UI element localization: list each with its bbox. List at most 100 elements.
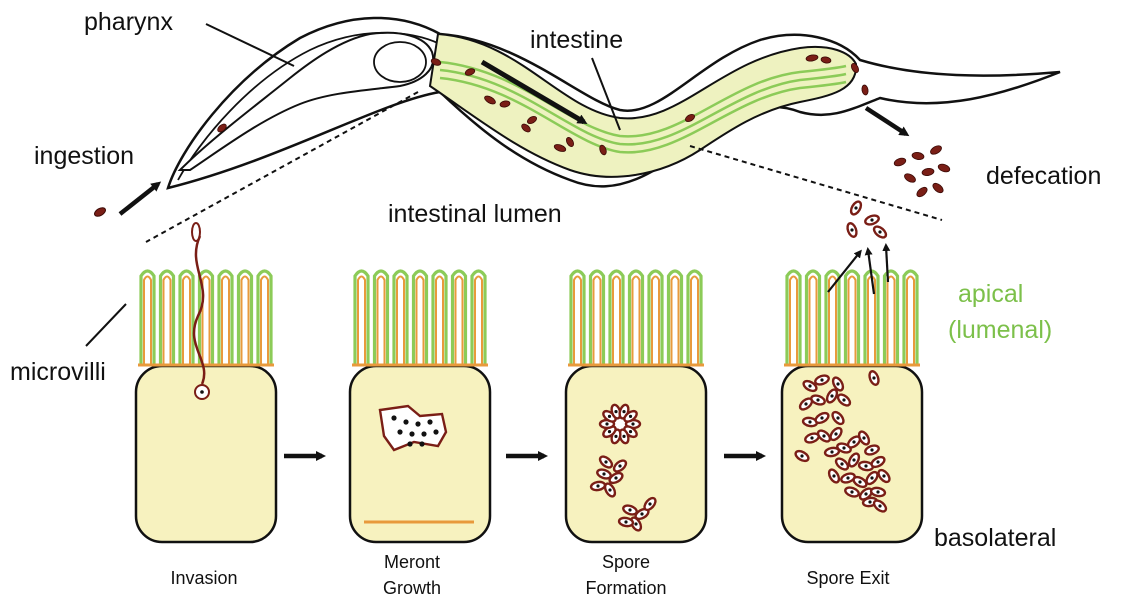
meront-nucleus bbox=[421, 431, 426, 436]
spore-nucleus bbox=[834, 432, 837, 435]
spore-nucleus bbox=[868, 500, 871, 503]
microvillus-inner bbox=[397, 277, 404, 365]
microvillus bbox=[846, 271, 859, 364]
sporoblast-nucleus bbox=[622, 410, 625, 413]
sporoblast-nucleus bbox=[629, 415, 632, 418]
microvillus-inner bbox=[261, 277, 268, 365]
ingestion-arrow bbox=[120, 184, 158, 214]
sporoblast-nucleus bbox=[608, 430, 611, 433]
cell-stage-2 bbox=[350, 271, 490, 542]
cell-body bbox=[350, 366, 490, 542]
meront-nucleus bbox=[433, 429, 438, 434]
meront-nucleus bbox=[391, 415, 396, 420]
spore-nucleus bbox=[618, 464, 621, 467]
microvillus bbox=[591, 271, 604, 364]
microvillus-inner bbox=[810, 277, 817, 365]
microvillus-inner bbox=[164, 277, 171, 365]
meront-nucleus bbox=[407, 441, 412, 446]
sporoblast-nucleus bbox=[622, 435, 625, 438]
spore-nucleus bbox=[882, 474, 885, 477]
microvillus bbox=[161, 271, 174, 364]
exiting-spore-nucleus bbox=[850, 228, 853, 231]
label-ingestion: ingestion bbox=[34, 142, 134, 170]
stage-label-spore: Spore bbox=[602, 552, 650, 572]
microvillus bbox=[394, 271, 407, 364]
meront-nucleus bbox=[409, 431, 414, 436]
meront-nucleus bbox=[403, 419, 408, 424]
spore-nucleus bbox=[876, 460, 879, 463]
spore-nucleus bbox=[602, 472, 605, 475]
exiting-spore-nucleus bbox=[878, 230, 881, 233]
spore-nucleus bbox=[820, 378, 823, 381]
microvillus-inner bbox=[691, 277, 698, 365]
spore-nucleus bbox=[628, 508, 631, 511]
spore-nucleus bbox=[872, 376, 875, 379]
spore-nucleus bbox=[832, 474, 835, 477]
microvillus bbox=[414, 271, 427, 364]
microvillus-inner bbox=[358, 277, 365, 365]
microvillus bbox=[433, 271, 446, 364]
spore-nucleus bbox=[820, 416, 823, 419]
spore-nucleus bbox=[830, 394, 833, 397]
microvillus bbox=[180, 271, 193, 364]
spore-nucleus bbox=[862, 436, 865, 439]
spore-nucleus bbox=[614, 476, 617, 479]
microvillus bbox=[239, 271, 252, 364]
microvillus-inner bbox=[849, 277, 856, 365]
sporoblast-nucleus bbox=[608, 415, 611, 418]
label-apical-lumenal: (lumenal) bbox=[948, 316, 1052, 344]
microvillus-inner bbox=[652, 277, 659, 365]
spore-nucleus bbox=[808, 420, 811, 423]
sporoblast-nucleus bbox=[614, 410, 617, 413]
microvillus bbox=[141, 271, 154, 364]
spore-nucleus bbox=[876, 490, 879, 493]
microvillus-inner bbox=[613, 277, 620, 365]
microvillus bbox=[885, 271, 898, 364]
stage-label-meront: Meront bbox=[384, 552, 440, 572]
microvillus-inner bbox=[594, 277, 601, 365]
defecated-spores bbox=[893, 144, 951, 199]
microvillus bbox=[571, 271, 584, 364]
spore-nucleus bbox=[800, 454, 803, 457]
spore-nucleus bbox=[648, 502, 651, 505]
cell-stage-1 bbox=[136, 223, 276, 542]
spore-nucleus bbox=[804, 402, 807, 405]
meront-nucleus bbox=[415, 421, 420, 426]
spore-nucleus bbox=[842, 398, 845, 401]
microvillus-inner bbox=[417, 277, 424, 365]
cell-stages bbox=[136, 200, 922, 542]
exit-arrow bbox=[886, 246, 888, 282]
microvillus bbox=[688, 271, 701, 364]
label-intestinal-lumen: intestinal lumen bbox=[388, 200, 562, 228]
microvillus-inner bbox=[888, 277, 895, 365]
sporoblast-nucleus bbox=[631, 422, 634, 425]
spore-nucleus bbox=[840, 462, 843, 465]
label-apical: apical bbox=[958, 280, 1023, 308]
spore-nucleus bbox=[830, 450, 833, 453]
microvillus-inner bbox=[907, 277, 914, 365]
microvillus-inner bbox=[633, 277, 640, 365]
microvillus-inner bbox=[436, 277, 443, 365]
spore-nucleus bbox=[604, 460, 607, 463]
cell-stage-3 bbox=[566, 271, 706, 542]
exiting-spore-nucleus bbox=[854, 206, 857, 209]
label-intestine: intestine bbox=[530, 26, 623, 54]
spore-nucleus bbox=[810, 436, 813, 439]
exiting-spore-nucleus bbox=[870, 218, 873, 221]
spore-nucleus bbox=[870, 476, 873, 479]
sporoblast-nucleus bbox=[614, 435, 617, 438]
spore-nucleus bbox=[852, 458, 855, 461]
meront-nucleus bbox=[397, 429, 402, 434]
microvillus bbox=[610, 271, 623, 364]
stage-label-formation: Formation bbox=[585, 578, 666, 598]
sporoplasm-nucleus bbox=[200, 390, 204, 394]
microvillus-inner bbox=[574, 277, 581, 365]
microvillus bbox=[649, 271, 662, 364]
zoom-line-right bbox=[690, 146, 942, 220]
microvillus bbox=[355, 271, 368, 364]
spore-nucleus bbox=[822, 434, 825, 437]
microvillus-inner bbox=[378, 277, 385, 365]
spore-nucleus bbox=[836, 382, 839, 385]
spore-nucleus bbox=[808, 384, 811, 387]
microvillus bbox=[258, 271, 271, 364]
